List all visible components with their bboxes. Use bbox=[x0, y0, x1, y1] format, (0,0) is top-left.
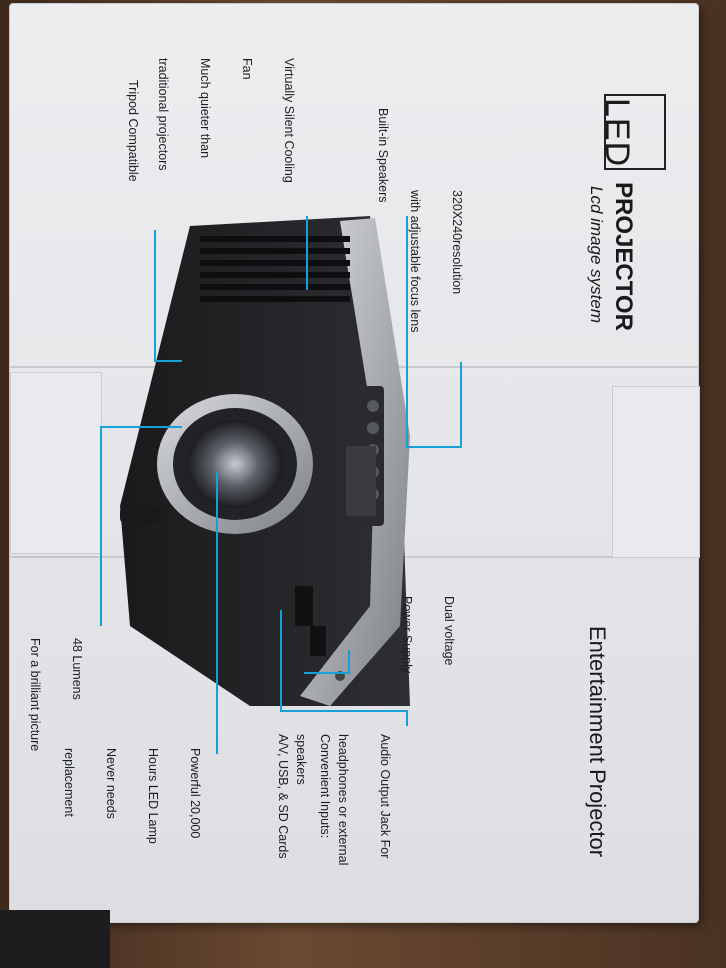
product-subtitle: Lcd image system bbox=[587, 186, 606, 323]
projector-illustration bbox=[120, 216, 410, 706]
feature-lumens-line-2: For a brilliant picture bbox=[28, 638, 42, 752]
leader-lumens bbox=[100, 426, 102, 626]
feature-voltage-line-2: Power Supply bbox=[400, 596, 414, 674]
feature-fan-line-1: Virtually Silent Cooling bbox=[282, 58, 296, 183]
leader-tripod bbox=[154, 230, 156, 360]
leader-audio-h bbox=[280, 710, 408, 712]
box-print-panel: LED PROJECTOR Lcd image system Entertain… bbox=[14, 10, 694, 910]
leader-voltage bbox=[348, 650, 350, 674]
dark-object-corner bbox=[0, 910, 110, 968]
leader-resolution bbox=[460, 362, 462, 448]
feature-lamp-line-4: replacement bbox=[62, 748, 76, 817]
feature-voltage-line-1: Dual voltage bbox=[442, 596, 456, 666]
leader-speakers bbox=[406, 216, 408, 446]
feature-speakers: Built-in Speakers bbox=[348, 108, 418, 203]
leader-audio bbox=[406, 710, 408, 726]
leader-lamp bbox=[216, 472, 218, 754]
leader-tripod-h bbox=[154, 360, 182, 362]
feature-resolution-line-2: with adjustable focus lens bbox=[408, 190, 422, 333]
product-title: PROJECTOR bbox=[610, 182, 637, 331]
leader-speakers-h bbox=[406, 446, 461, 448]
feature-fan-line-3: Much quieter than bbox=[198, 58, 212, 159]
feature-tripod: Tripod Compatible bbox=[98, 80, 168, 182]
category-label: Entertainment Projector bbox=[585, 626, 610, 858]
feature-lamp-line-2: Hours LED Lamp bbox=[146, 748, 160, 844]
feature-inputs-line-1: Convenient Inputs: bbox=[318, 734, 332, 839]
feature-lamp: Powerful 20,000 Hours LED Lamp Never nee… bbox=[34, 748, 230, 844]
feature-resolution: 320X240resolution with adjustable focus … bbox=[380, 190, 492, 332]
feature-audio-line-1: Audio Output Jack For bbox=[378, 734, 392, 859]
feature-tripod-line-1: Tripod Compatible bbox=[126, 80, 140, 182]
feature-lamp-line-1: Powerful 20,000 bbox=[188, 748, 202, 839]
leader-fan bbox=[306, 216, 308, 290]
leader-voltage-h bbox=[304, 672, 350, 674]
feature-lumens: 48 Lumens For a brilliant picture bbox=[0, 638, 112, 751]
leader-inputs bbox=[280, 610, 282, 710]
feature-resolution-line-1: 320X240resolution bbox=[450, 190, 464, 295]
feature-speakers-line-1: Built-in Speakers bbox=[376, 108, 390, 203]
feature-lumens-line-1: 48 Lumens bbox=[70, 638, 84, 700]
led-badge-frame bbox=[604, 94, 666, 170]
feature-inputs-line-2: A/V, USB, & SD Cards bbox=[276, 734, 290, 859]
feature-voltage: Dual voltage Power Supply bbox=[372, 596, 484, 673]
leader-lumens-h bbox=[100, 426, 182, 428]
feature-lamp-line-3: Never needs bbox=[104, 748, 118, 819]
feature-fan-line-2: Fan bbox=[240, 58, 254, 80]
feature-inputs: Convenient Inputs: A/V, USB, & SD Cards bbox=[248, 734, 360, 859]
led-badge: LED bbox=[598, 98, 636, 168]
box-flap-right bbox=[612, 386, 700, 558]
